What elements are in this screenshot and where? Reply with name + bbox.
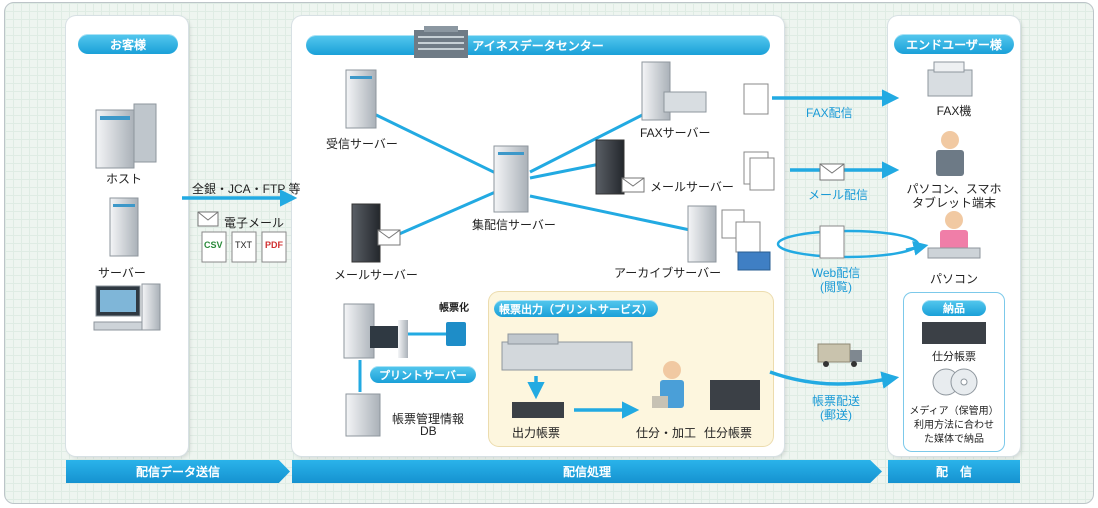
db-icon — [345, 393, 381, 437]
db-label-line1: 帳票管理情報 — [392, 412, 465, 426]
smartphone-user-icon — [936, 131, 964, 176]
mail-delivery-label: メール配信 — [808, 188, 869, 202]
goods-title: 納品 — [922, 300, 986, 316]
pc-label: パソコン — [929, 272, 978, 286]
host-icon — [95, 103, 157, 169]
mail-server-left-icon — [351, 203, 401, 263]
customer-title: お客様 — [78, 34, 178, 54]
host-label: ホスト — [106, 172, 143, 186]
fax-machine-label: FAX機 — [936, 104, 972, 118]
truck-icon — [817, 343, 862, 367]
building-icon — [414, 26, 468, 58]
media-line3: た媒体で納品 — [924, 434, 984, 445]
bottom-process-bar: 配信処理 — [292, 460, 882, 483]
server-label: サーバー — [98, 266, 146, 280]
fax-machine-icon — [927, 61, 973, 97]
mail-server-left-label: メールサーバー — [334, 268, 418, 282]
media-disc-icon — [932, 368, 978, 396]
archive-server-icon — [687, 205, 845, 271]
enduser-title: エンドユーザー様 — [894, 34, 1014, 54]
output-forms-icon — [512, 380, 760, 418]
output-forms-label: 出力帳票 — [512, 426, 561, 440]
hub-server-label: 集配信サーバー — [472, 218, 556, 232]
server-icon — [109, 197, 139, 257]
sorted-forms-label: 仕分帳票 — [704, 426, 753, 440]
email-label: 電子メール — [224, 216, 285, 230]
goods-forms-icon — [922, 322, 986, 344]
printer-machine-icon — [501, 333, 633, 371]
txt-file: TXT — [235, 240, 252, 250]
web-loop — [776, 229, 920, 259]
sort-label: 仕分・加工 — [636, 426, 697, 440]
fax-server-icon — [641, 61, 769, 121]
bottom-deliver-bar: 配 信 — [888, 460, 1020, 483]
pdf-file: PDF — [265, 240, 283, 250]
pc-user-icon — [927, 211, 981, 259]
print-service-title: 帳票出力（プリントサービス） — [494, 300, 658, 317]
media-line1: メディア（保管用） — [909, 406, 999, 417]
email-icon — [197, 211, 219, 227]
csv-file: CSV — [204, 240, 223, 250]
file-icons — [201, 231, 287, 263]
receive-server-icon — [345, 69, 377, 129]
fax-server-label: FAXサーバー — [640, 126, 711, 140]
media-line2: 利用方法に合わせ — [914, 420, 994, 431]
hub-server-icon — [493, 145, 529, 213]
pc-smart-line1: パソコン、スマホ — [906, 182, 1002, 196]
web-delivery-line1: Web配信 — [811, 266, 861, 280]
web-delivery-line2: (閲覧) — [820, 280, 852, 294]
db-label-line2: DB — [420, 424, 437, 438]
mail-server-right-label: メールサーバー — [650, 180, 734, 194]
mail-server-right-icon — [595, 139, 845, 195]
archive-server-label: アーカイブサーバー — [614, 266, 722, 280]
protocols-label: 全銀・JCA・FTP 等 — [192, 182, 301, 196]
print-server-label: プリントサーバー — [370, 366, 476, 383]
network-lines — [358, 104, 691, 392]
fax-delivery-label: FAX配信 — [806, 106, 853, 120]
bottom-send-bar: 配信データ送信 — [66, 460, 290, 483]
pc-smart-line2: タブレット端末 — [911, 196, 996, 210]
pc-icon — [93, 283, 161, 331]
form-conv-label: 帳票化 — [439, 303, 469, 314]
worker-icon — [652, 361, 684, 408]
ship-delivery-line2: (郵送) — [820, 408, 852, 422]
goods-sorted-label: 仕分帳票 — [932, 351, 976, 363]
receive-server-label: 受信サーバー — [326, 137, 398, 151]
print-server-icon — [343, 303, 466, 359]
ship-delivery-line1: 帳票配送 — [811, 394, 860, 408]
